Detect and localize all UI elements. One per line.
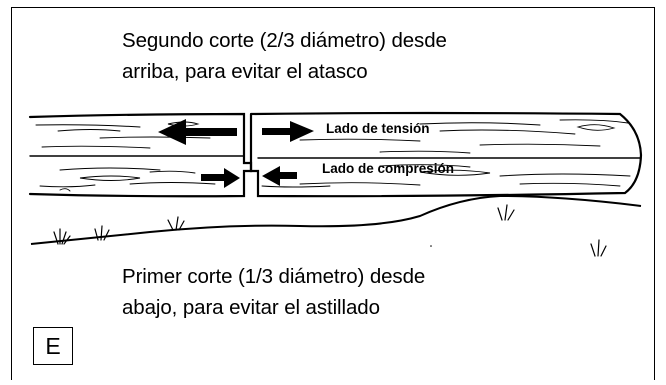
- compression-side-label: Lado de compresión: [322, 161, 455, 176]
- tension-side-label: Lado de tensión: [326, 121, 430, 136]
- figure-frame: [11, 7, 655, 380]
- arrow-tension-left: [158, 119, 237, 145]
- left-log-section: [28, 112, 253, 198]
- ground-speck: [430, 245, 432, 247]
- grass-tufts: [53, 204, 607, 257]
- bottom-cut-caption: Primer corte (1/3 diámetro) desde abajo,…: [122, 265, 426, 319]
- ground-line: [30, 194, 642, 245]
- panel-letter-box: E: [33, 327, 73, 365]
- arrow-compression-right: [262, 166, 297, 186]
- panel-letter: E: [45, 332, 61, 359]
- right-log-section: [249, 111, 643, 198]
- arrow-compression-left: [201, 168, 240, 188]
- arrow-tension-right: [262, 121, 314, 142]
- top-cut-caption: Segundo corte (2/3 diámetro) desde arrib…: [122, 29, 447, 83]
